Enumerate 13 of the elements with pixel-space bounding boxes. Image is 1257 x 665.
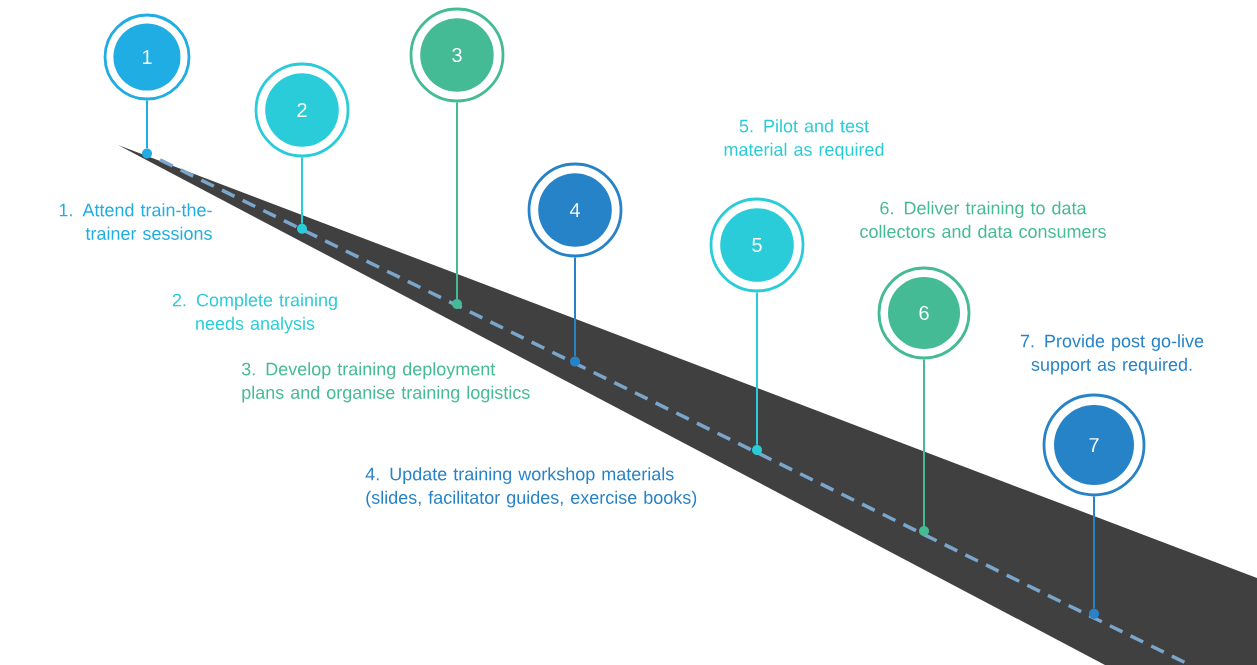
step-text: 2. Complete training needs analysis: [172, 293, 337, 334]
leader-line: [756, 291, 758, 446]
step-text: 3. Develop training deployment plans and organise training logistics: [241, 362, 530, 403]
leader-line: [923, 358, 925, 527]
step-text: 4. Update training workshop materials (slides, facilitator guides, exercise books): [365, 467, 697, 508]
step-text: 5. Pilot and test material as required: [724, 119, 884, 160]
step-text: 1. Attend train-the-trainer sessions: [59, 203, 212, 240]
leader-line: [301, 156, 303, 225]
step-text: 7. Provide post go-live support as required.: [1020, 334, 1204, 375]
step-text: 6. Deliver training to data collectors and data consumers: [860, 201, 1106, 238]
leader-line: [574, 256, 576, 358]
leader-line: [146, 99, 148, 150]
leader-line: [456, 101, 458, 300]
